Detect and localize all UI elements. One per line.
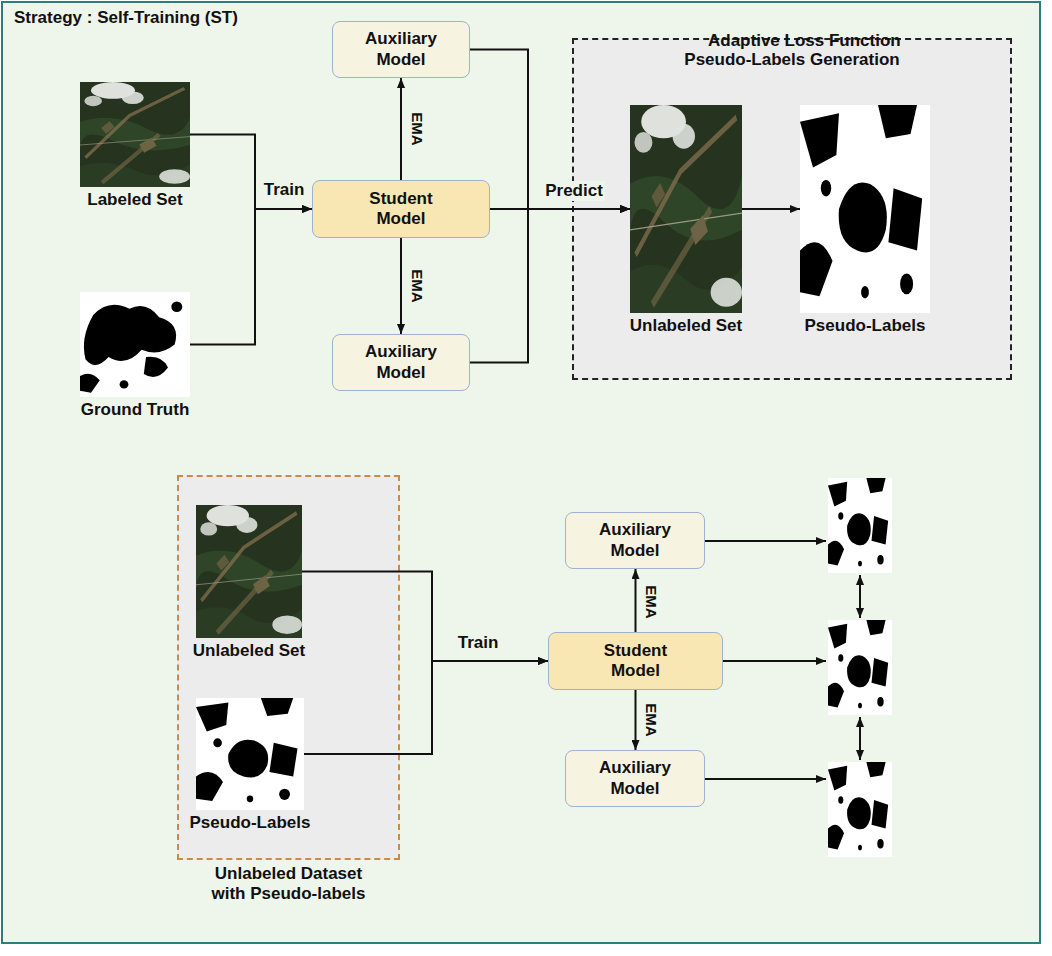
image-caption: Pseudo-Labels [136,813,364,833]
image-content [630,105,742,313]
image-content [80,82,190,187]
image-picture [80,82,190,187]
loss-arrow [859,575,861,618]
connector-arrow [190,135,312,210]
diagram-title: Strategy : Self-Training (ST) [14,8,238,28]
auxiliary-model-box: Auxiliary Model [565,750,705,807]
dashed-group-box: Pseudo-Labels GenerationUnlabeled SetPse… [572,38,1012,380]
connector-arrow [304,661,548,754]
edge-label: Train [264,180,305,200]
output-arrow [705,778,826,780]
connector-arrow [635,569,637,632]
output-arrow [705,540,826,542]
image-picture [630,105,742,313]
output-mask [828,620,892,715]
image-tile: Pseudo-Labels [800,105,930,313]
image-picture [800,105,930,313]
connector-arrow [400,238,402,334]
image-caption: Pseudo-Labels [740,316,990,336]
image-picture [80,292,190,397]
connector-arrow [190,209,312,345]
group-heading: Unlabeled Dataset with Pseudo-labels [205,864,372,905]
image-tile: Unlabeled Set [630,105,742,313]
image-tile: Unlabeled Set [196,505,302,638]
connector-arrow [470,209,630,363]
group-heading: Pseudo-Labels Generation [574,40,1010,70]
auxiliary-model-box: Auxiliary Model [332,21,470,78]
image-caption: Labeled Set [20,190,250,210]
image-content [80,292,190,397]
image-content [196,505,302,638]
output-arrow [723,660,826,662]
box-label: Student Model [351,189,451,230]
auxiliary-model-box: Auxiliary Model [565,512,705,569]
box-label: Student Model [586,641,686,682]
loss-arrow [859,717,861,760]
image-caption: Ground Truth [20,400,250,420]
edge-label: EMA [408,269,426,302]
box-label: Auxiliary Model [351,342,451,383]
student-model-box: Student Model [548,632,723,690]
edge-label: Train [458,633,499,653]
edge-label: EMA [642,585,660,618]
connector-arrow [302,572,548,662]
box-label: Auxiliary Model [585,520,685,561]
connector-arrow [490,208,630,210]
image-tile: Pseudo-Labels [196,698,304,810]
output-mask [828,762,892,857]
image-content [800,105,930,313]
image-tile: Ground Truth [80,292,190,397]
image-picture [196,698,304,810]
legend-text: Adaptive Loss Function [708,31,901,51]
connector-arrow [742,208,800,210]
connector-arrow [635,690,637,750]
dashed-dataset-box: Unlabeled Dataset with Pseudo-labelsUnla… [177,475,400,860]
edge-label: EMA [408,112,426,145]
student-model-box: Student Model [312,180,490,238]
image-content [196,698,304,810]
auxiliary-model-box: Auxiliary Model [332,334,470,391]
connector-arrow [400,78,402,180]
connector-arrow [470,50,630,210]
image-tile: Labeled Set [80,82,190,187]
output-mask [828,478,892,573]
image-picture [196,505,302,638]
edge-label: EMA [642,703,660,736]
box-label: Auxiliary Model [351,29,451,70]
image-caption: Unlabeled Set [136,641,362,661]
edge-label: Predict [543,181,605,201]
box-label: Auxiliary Model [585,758,685,799]
image-caption: Unlabeled Set [570,316,802,336]
